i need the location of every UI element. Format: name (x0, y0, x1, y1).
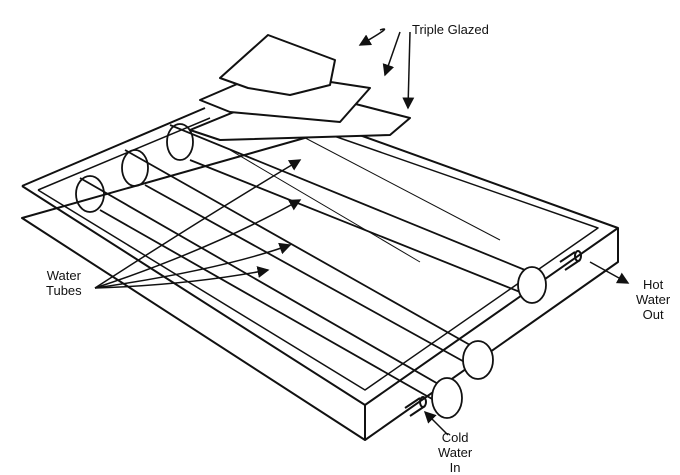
label-hot-line3: Out (642, 307, 664, 322)
glazing-panels (189, 34, 411, 141)
label-triple-glazed: Triple Glazed (412, 22, 489, 37)
water-tubes (75, 123, 547, 419)
label-cold-line3: In (449, 460, 461, 475)
collector-box (21, 107, 619, 441)
label-water-tubes: Water Tubes (46, 268, 82, 298)
pipes (404, 250, 582, 417)
label-cold-line1: Cold (441, 430, 469, 445)
label-hot-line1: Hot (642, 277, 664, 292)
label-water-tubes-line2: Tubes (46, 283, 82, 298)
label-water-tubes-line1: Water (46, 268, 81, 283)
callout-arrows (94, 28, 630, 436)
label-hot-line2: Water (636, 292, 671, 307)
label-hot-water-out: Hot Water Out (636, 277, 670, 322)
label-cold-water-in: Cold Water In (438, 430, 472, 475)
label-cold-line2: Water (438, 445, 473, 460)
